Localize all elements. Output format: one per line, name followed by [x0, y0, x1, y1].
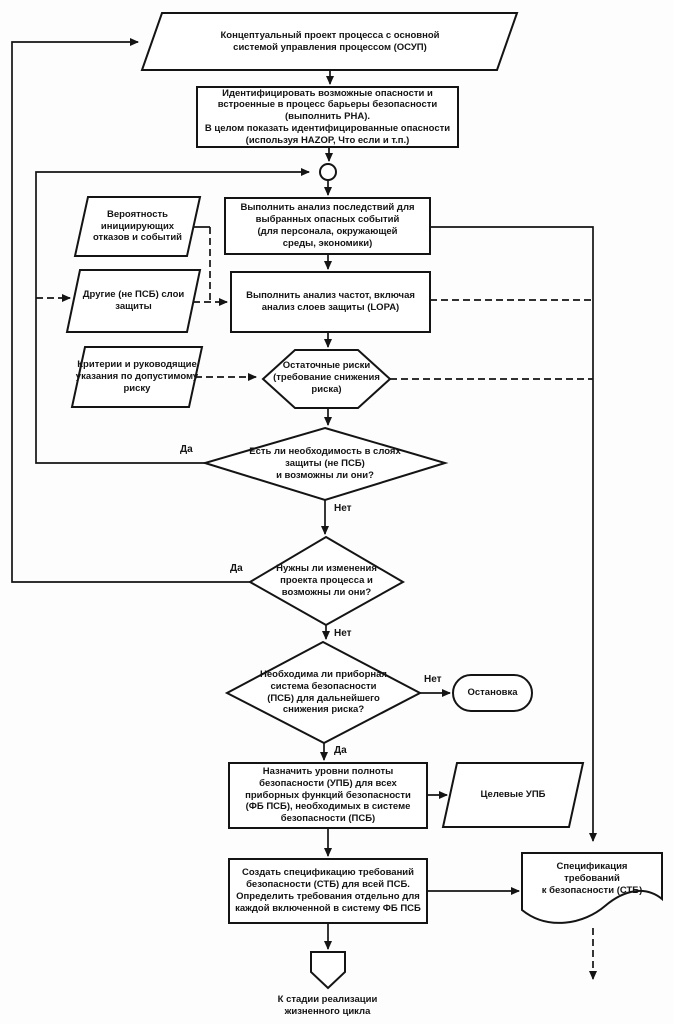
edge-layers-yes-feedback [35, 168, 310, 464]
assign-sil-label: Назначить уровни полноты безопасности (У… [245, 766, 411, 825]
offpage-label: К стадии реализации жизненного цикла [277, 994, 378, 1017]
residual-risk-label: Остаточные риски (требование снижения ри… [273, 360, 380, 395]
junction-circle [319, 163, 337, 181]
stop-label: Остановка [467, 687, 518, 699]
decision-protection-layers-label: Есть ли необходимость в слоях защиты (не… [249, 446, 401, 481]
srs-document-shape [521, 852, 663, 924]
frequency-analysis-box [230, 271, 431, 333]
decision-process-design-label: Нужны ли изменения проекта процесса и во… [276, 563, 377, 598]
identify-hazards-box [196, 86, 459, 148]
edge-label-design-no: Нет [334, 628, 352, 639]
identify-hazards-label: Идентифицировать возможные опасности и в… [204, 87, 451, 146]
target-sil-label: Целевые УПБ [480, 789, 546, 801]
start-parallelogram [140, 12, 519, 71]
residual-risk-hexagon [261, 349, 392, 409]
create-srs-label: Создать спецификацию требований безопасн… [235, 867, 421, 914]
consequence-analysis-label: Выполнить анализ последствий для выбранн… [240, 202, 415, 249]
consequence-analysis-box [224, 197, 431, 255]
frequency-analysis-label: Выполнить анализ частот, включая анализ … [246, 290, 415, 313]
edge-label-design-yes: Да [230, 563, 243, 574]
create-srs-box [228, 858, 428, 924]
srs-document-label: Спецификация требований к безопасности (… [541, 861, 643, 896]
criteria-parallelogram [70, 346, 204, 408]
decision-sis-needed-diamond [224, 640, 423, 745]
assign-sil-box [228, 762, 428, 829]
decision-sis-needed-label: Необходима ли приборная система безопасн… [260, 668, 387, 716]
probability-label: Вероятность инициирующих отказов и событ… [92, 208, 183, 244]
stop-terminator [452, 674, 533, 712]
edge-label-sis-yes: Да [334, 745, 347, 756]
other-layers-parallelogram [65, 269, 202, 333]
offpage-connector-shape [310, 951, 346, 990]
decision-protection-layers-diamond [201, 426, 449, 502]
probability-parallelogram [73, 196, 202, 257]
start-label: Концептуальный проект процесса с основно… [220, 29, 440, 53]
edge-label-sis-no: Нет [424, 674, 442, 685]
criteria-label: Критерии и руководящие указания по допус… [75, 359, 199, 394]
edge-label-layers-yes: Да [180, 444, 193, 455]
edge-label-layers-no: Нет [334, 503, 352, 514]
other-layers-label: Другие (не ПСБ) слои защиты [82, 289, 185, 312]
decision-process-design-diamond [248, 535, 406, 627]
edge-trunk-to-srs-document [430, 226, 597, 842]
edge-design-yes-feedback [11, 38, 250, 583]
target-sil-parallelogram [441, 762, 585, 828]
